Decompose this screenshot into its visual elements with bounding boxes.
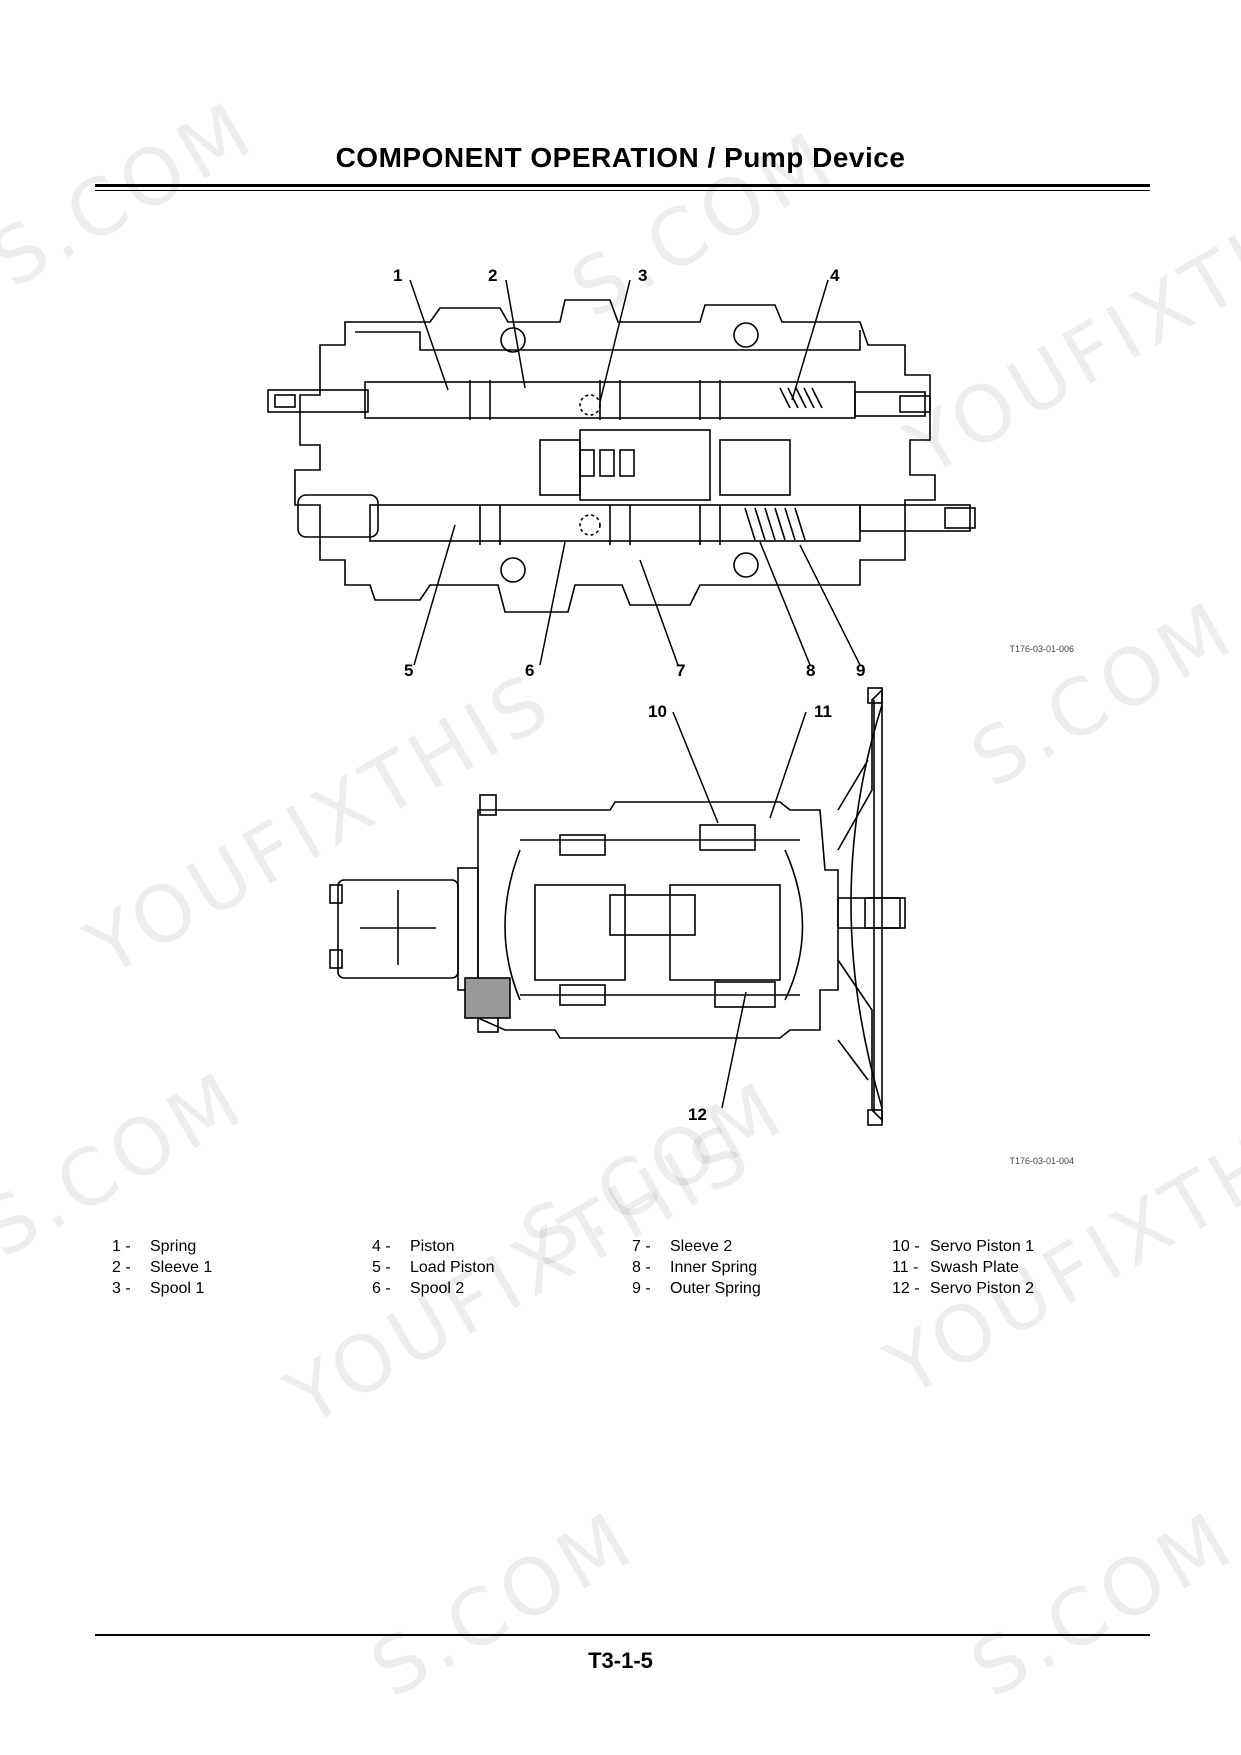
legend-column-3: 7 -Sleeve 2 8 -Inner Spring 9 -Outer Spr… xyxy=(632,1236,761,1299)
legend-column-1: 1 -Spring 2 -Sleeve 1 3 -Spool 1 xyxy=(112,1236,212,1299)
legend-item: 9 -Outer Spring xyxy=(632,1280,761,1297)
page-title: COMPONENT OPERATION / Pump Device xyxy=(335,142,906,173)
callout-11: 11 xyxy=(814,702,832,721)
legend-column-2: 4 -Piston 5 -Load Piston 6 -Spool 2 xyxy=(372,1236,495,1299)
legend-item: 8 -Inner Spring xyxy=(632,1259,758,1276)
callout-8: 8 xyxy=(806,661,815,680)
callout-leaders-fig1 xyxy=(409,279,861,666)
legend-item: 3 -Spool 1 xyxy=(112,1280,205,1297)
page-number: T3-1-5 xyxy=(588,1648,653,1673)
legend-item: 6 -Spool 2 xyxy=(372,1280,465,1297)
legend-item: 10 -Servo Piston 1 xyxy=(892,1238,1035,1255)
footer-rule xyxy=(95,1634,1150,1636)
pump-assembly-section xyxy=(329,687,906,1126)
callout-12: 12 xyxy=(688,1105,707,1124)
callout-leaders-fig2 xyxy=(672,711,807,1109)
callout-4: 4 xyxy=(830,266,840,285)
legend-item: 2 -Sleeve 1 xyxy=(112,1259,213,1276)
header-rule-thin xyxy=(95,190,1150,191)
legend-item: 11 -Swash Plate xyxy=(892,1259,1019,1276)
callout-2: 2 xyxy=(488,266,497,285)
header-rule xyxy=(95,184,1150,187)
legend-item: 7 -Sleeve 2 xyxy=(632,1238,733,1255)
callout-10: 10 xyxy=(648,702,667,721)
callout-5: 5 xyxy=(404,661,413,680)
callout-3: 3 xyxy=(638,266,647,285)
callout-9: 9 xyxy=(856,661,865,680)
callout-6: 6 xyxy=(525,661,534,680)
figure-id-2: T176-03-01-004 xyxy=(1009,1156,1074,1166)
figure-id-1: T176-03-01-006 xyxy=(1009,644,1074,654)
regulator-cross-section xyxy=(267,299,976,613)
legend-column-4: 10 -Servo Piston 1 11 -Swash Plate 12 -S… xyxy=(892,1236,1034,1299)
legend-item: 4 -Piston xyxy=(372,1238,455,1255)
legend-item: 1 -Spring xyxy=(112,1238,197,1255)
legend-item: 12 -Servo Piston 2 xyxy=(892,1280,1035,1297)
legend-item: 5 -Load Piston xyxy=(372,1259,495,1276)
callout-1: 1 xyxy=(393,266,402,285)
callout-7: 7 xyxy=(676,661,685,680)
